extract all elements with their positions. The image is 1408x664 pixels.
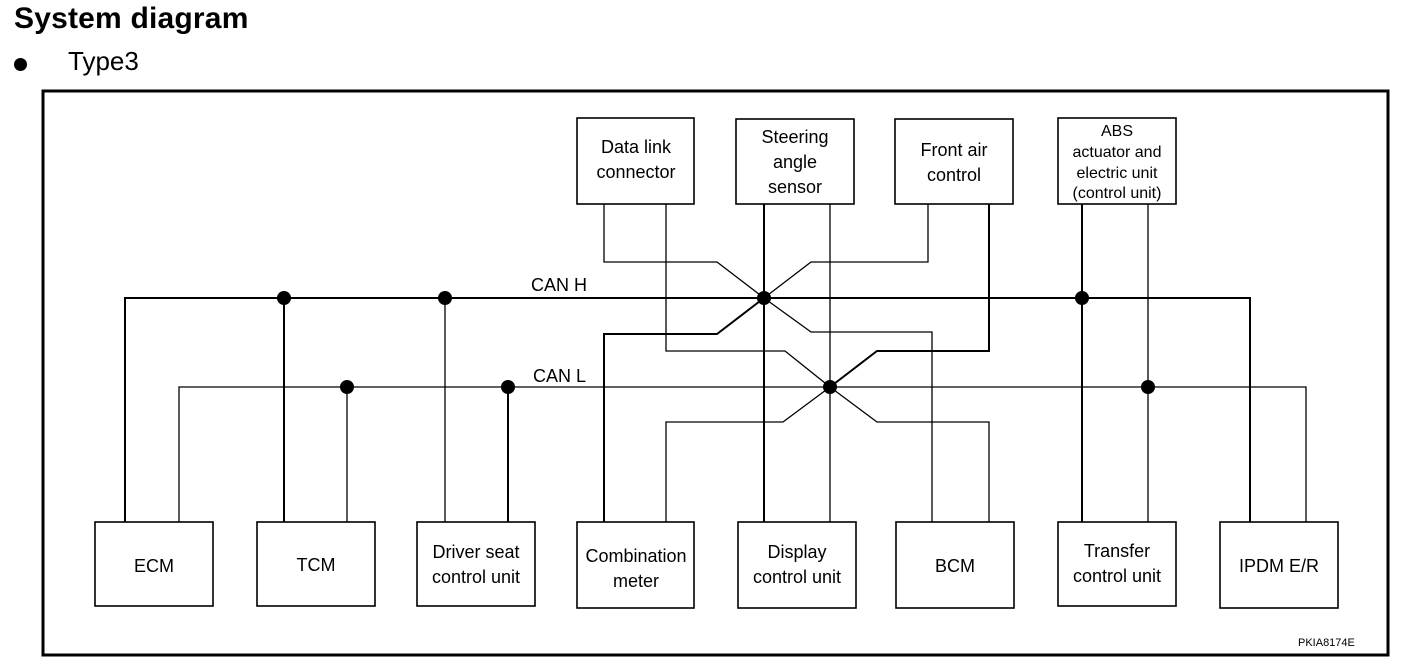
svg-text:Combination: Combination [585,546,686,566]
page-title: System diagram [14,2,249,35]
diagram-subtitle: Type3 [68,46,139,76]
svg-text:Display: Display [767,542,826,562]
bullet-icon [14,58,27,71]
svg-text:ECM: ECM [134,556,174,576]
unit-transfer-control-unit: Transfer control unit [1057,521,1177,607]
svg-text:IPDM E/R: IPDM E/R [1239,556,1319,576]
unit-abs-actuator: ABS actuator and electric unit (control … [1057,117,1177,205]
unit-data-link-connector: Data link connector [576,117,695,205]
unit-front-air-control: Front air control [894,118,1014,205]
unit-steering-angle-sensor: Steering angle sensor [735,118,855,205]
junction-dots [277,291,1155,394]
svg-text:actuator and: actuator and [1073,144,1162,161]
unit-display-control-unit: Display control unit [737,521,857,609]
can-wires [283,204,1149,522]
svg-text:control unit: control unit [753,567,841,587]
svg-text:control unit: control unit [1073,566,1161,586]
unit-bcm: BCM [895,521,1015,609]
svg-text:control unit: control unit [432,567,520,587]
can-l-bus [178,386,1307,522]
svg-text:connector: connector [596,162,675,182]
can-h-bus [124,297,1251,522]
svg-text:meter: meter [613,571,659,591]
svg-text:Data link: Data link [601,137,672,157]
svg-text:angle: angle [773,152,817,172]
svg-text:TCM: TCM [297,555,336,575]
svg-text:sensor: sensor [768,177,822,197]
figure-code: PKIA8174E [1298,637,1355,649]
can-h-label: CAN H [531,275,587,295]
svg-text:electric unit: electric unit [1077,165,1158,182]
unit-combination-meter: Combination meter [576,521,695,609]
unit-ipdm-er: IPDM E/R [1219,521,1339,609]
svg-text:BCM: BCM [935,556,975,576]
svg-text:(control unit): (control unit) [1073,185,1162,202]
svg-text:Front air: Front air [920,140,987,160]
unit-tcm: TCM [256,521,376,607]
svg-text:Driver seat: Driver seat [432,542,519,562]
can-l-label: CAN L [533,366,586,386]
svg-text:Transfer: Transfer [1084,541,1150,561]
unit-driver-seat-control-unit: Driver seat control unit [416,521,536,607]
unit-ecm: ECM [94,521,214,607]
svg-text:ABS: ABS [1101,123,1133,140]
diagram-frame [41,89,1390,657]
svg-text:control: control [927,165,981,185]
svg-text:Steering: Steering [761,127,828,147]
